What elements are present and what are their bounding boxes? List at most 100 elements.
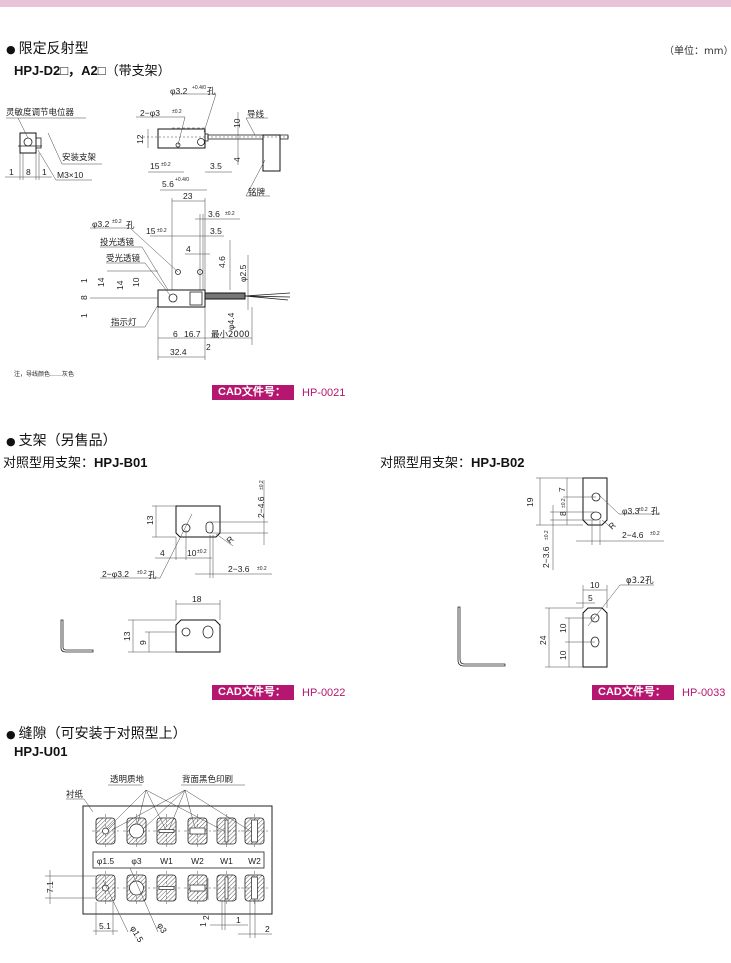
slit-label: W1 [220,856,233,866]
dim-5: 5 [588,593,593,603]
slit-cell [184,814,211,848]
cad-file-1: CAD文件号： HP-0021 [212,385,345,400]
slit-cell [213,814,240,848]
dim-phi-3: φ3 [155,921,169,935]
dim-radius: R [224,534,235,545]
two-holes-tolerance: ±0.2 [172,109,182,115]
section-title-text: 限定反射型 [18,41,89,57]
slit-label: W2 [191,856,204,866]
sensor-side-view: φ3.2 +0.4/0 孔 2−φ3 ±0.2 导线 铭牌 10 12 4 15… [135,85,290,198]
hole-tolerance: ±0.2 [112,219,122,225]
dim-5-1: 5.1 [99,921,111,931]
dim-14: 14 [96,277,106,287]
hole-label: φ3.2 [170,86,188,96]
slit-cell [123,814,150,848]
model-suffix: （带支架） [105,64,171,79]
slit-model-name: HPJ-U01 [14,744,68,759]
dim-19: 19 [525,497,535,507]
tolerance: ±0.2 [137,570,147,576]
slit-cell [123,871,150,905]
black-print-label: 背面黑色印刷 [182,774,233,785]
dim-4: 4 [160,548,165,558]
dim-2: 2 [201,915,211,920]
cad-file-3: CAD文件号： HP-0033 [592,685,725,700]
dim-12: 12 [135,134,145,144]
cad-label: CAD文件号： [212,385,294,400]
cad-code[interactable]: HP-0021 [302,386,346,399]
slit-model: HPJ-U01 [14,744,67,760]
dim-10: 10 [131,277,141,287]
slit-label: φ1.5 [97,856,115,866]
tolerance: ±0.2 [544,530,550,540]
hole-suffix: 孔 [126,221,135,231]
model-heading: HPJ-D2□，A2□（带支架） [14,60,171,79]
dim-10: 10 [590,580,600,590]
dim-13: 13 [122,631,132,641]
screw-label: M3×10 [57,170,83,180]
dim-1: 1 [9,167,14,177]
indicator-label: 指示灯 [111,317,137,328]
tolerance: ±0.2 [650,531,660,537]
emit-lens-label: 投光透镜 [100,237,135,248]
dim-1: 1 [79,313,89,318]
cad-label: CAD文件号： [212,685,294,700]
dim-2-4-6: 2−4.6 [622,530,644,540]
wire-label: 导线 [247,109,265,120]
slit-label: φ3 [131,856,142,866]
dim-2: 2 [265,924,270,934]
dim-10: 10 [558,650,568,660]
two-holes-label: 2−φ3 [140,108,160,118]
model-name: HPJ-D2□，A2□ [14,63,106,78]
slit-cell [92,814,119,848]
sensor-top-view: 23 3.6 ±0.2 φ3.2 ±0.2 孔 15 ±0.2 3.5 投光透镜… [14,191,291,378]
bracket-b01-drawing: 13 2−4.6 ±0.2 4 10 ±0.2 R 2−3.6 ±0.2 2−φ… [60,480,272,653]
dim-7-1: 7.1 [45,881,55,893]
cad-code[interactable]: HP-0022 [302,686,346,699]
section-title-brackets: ●支架（另售品） [6,433,117,449]
hole-tolerance: +0.4/0 [192,85,206,91]
slit-cell [241,871,268,905]
dim-3-5: 3.5 [210,226,222,236]
slit-cell [241,814,268,848]
recv-lens-label: 受光透镜 [106,253,141,264]
dim-8: 8 [79,295,89,300]
dim-1: 1 [42,167,47,177]
dim-2-3-6: 2−3.6 [541,546,551,568]
backing-label: 衬纸 [66,789,84,800]
cad-file-2: CAD文件号： HP-0022 [212,685,345,700]
dim-10: 10 [187,548,197,558]
hole-label: φ3.2孔 [626,576,654,586]
clear-label: 透明质地 [110,774,145,785]
dim-phi-1-5: φ1.5 [128,924,145,944]
b02-heading: 对照型用支架：HPJ-B02 [380,452,524,471]
dim-min-2000: 最小2000 [211,329,250,340]
dim-5-6: 5.6 [162,179,174,189]
slit-cell [153,871,180,905]
dim-2-3-6: 2−3.6 [228,564,250,574]
dim-phi-4-4: φ4.4 [226,312,236,330]
tolerance: ±0.2 [225,211,235,217]
dim-10: 10 [232,118,242,128]
tolerance: +0.4/0 [175,177,189,183]
b02-model: HPJ-B02 [471,455,525,470]
dim-4: 4 [232,157,242,162]
dim-15: 15 [146,226,156,236]
dim-3-6: 3.6 [208,209,220,219]
dim-18: 18 [192,594,202,604]
dim-10: 10 [558,623,568,633]
section-title-slit: ●缝隙（可安装于对照型上） [6,726,187,742]
dim-4: 4 [186,244,191,254]
dim-1: 1 [236,915,241,925]
slit-cell [153,814,180,848]
slit-label: W2 [248,856,261,866]
cad-code[interactable]: HP-0033 [682,686,726,699]
tolerance: ±0.2 [259,480,265,490]
header-band [0,0,731,7]
section-title-text: 缝隙（可安装于对照型上） [18,726,187,742]
hole-suffix: 孔 [207,87,216,97]
b01-title: 对照型用支架： [3,456,95,471]
hole-suffix: 孔 [651,507,660,517]
dim-1: 1 [198,922,208,927]
